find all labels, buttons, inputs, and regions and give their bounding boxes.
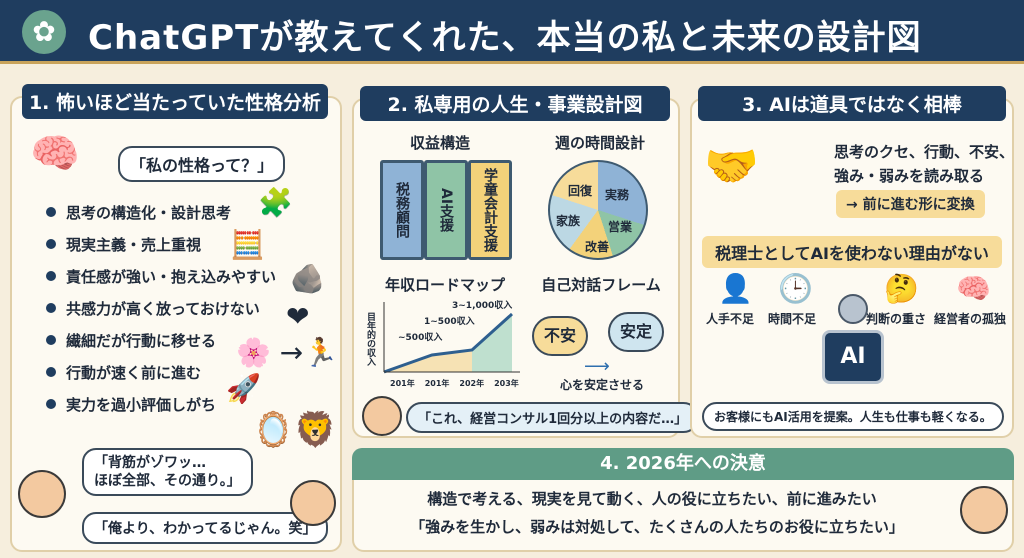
brain-head-icon: 🧠 xyxy=(956,272,991,305)
roadmap-chart xyxy=(383,302,520,374)
header xyxy=(0,0,1024,64)
boulder-icon: 🪨 xyxy=(290,262,325,295)
handshake-robot-icon: 🤝 xyxy=(704,141,759,192)
week-pie-chart xyxy=(548,160,648,260)
panel-design xyxy=(352,98,680,438)
panel2-title: 2. 私専用の人生・事業設計図 xyxy=(360,86,670,121)
robot-head xyxy=(838,294,868,324)
thinking-person-icon: 🤔 xyxy=(884,272,919,305)
panel4-title: 4. 2026年への決意 xyxy=(352,448,1014,480)
clock-icon: 🕒 xyxy=(778,272,813,305)
ai-reads-text: 思考のクセ、行動、不安、強み・弱みを読み取る xyxy=(834,143,1015,185)
list-item: 行動が速く前に進む xyxy=(46,356,276,388)
revenue-title: 収益構造 xyxy=(409,134,470,152)
heart-hug-icon: ❤ xyxy=(286,300,310,333)
rocket-icon: 🚀 xyxy=(226,372,261,405)
panel3-title: 3. AIは道具ではなく相棒 xyxy=(698,86,1006,121)
page-title: ChatGPTが教えてくれた、本当の私と未来の設計図 xyxy=(88,18,922,58)
woman-avatar xyxy=(960,486,1008,534)
reason-label: 経営者の孤独 xyxy=(934,312,1007,326)
man-avatar xyxy=(362,396,402,436)
list-item: 現実主義・売上重視 xyxy=(46,228,276,260)
openai-logo-icon: ✿ xyxy=(22,10,66,54)
man-avatar xyxy=(290,480,336,526)
slice-label: 回復 xyxy=(568,184,593,198)
reason-label: 人手不足 xyxy=(706,312,755,326)
dialog-caption: 心を安定させる xyxy=(560,378,645,392)
ai-proposal-quote: お客様にもAI活用を提案。人生も仕事も軽くなる。 xyxy=(702,402,1004,431)
arrow-icon: ⟶ xyxy=(584,356,610,377)
woman-quote-bubble: 「背筋がゾワッ…ほぼ全部、その通り。」 xyxy=(82,448,253,496)
man-quote-bubble: 「俺より、わかってるじゃん。笑」 xyxy=(82,512,329,544)
anxiety-cloud: 不安 xyxy=(532,316,588,356)
list-item: 実力を過小評価しがち xyxy=(46,388,276,420)
list-item: 思考の構造化・設計思考 xyxy=(46,196,276,228)
puzzle-icon: 🧩 xyxy=(258,186,293,219)
pillar-tax: 税務顧問 xyxy=(380,160,424,260)
slice-label: 営業 xyxy=(608,220,633,234)
personality-list: 思考の構造化・設計思考 現実主義・売上重視 責任感が強い・抱え込みやすい 共感力… xyxy=(46,196,276,420)
list-item: 責任感が強い・抱え込みやすい xyxy=(46,260,276,292)
list-item: 繊細だが行動に移せる xyxy=(46,324,276,356)
flower-run-icon: 🌸 →🏃 xyxy=(236,336,339,369)
roadmap-title: 年収ロードマップ xyxy=(384,276,505,294)
convert-label: → 前に進む形に変換 xyxy=(836,190,985,218)
reason-label: 時間不足 xyxy=(768,312,817,326)
stable-cloud: 安定 xyxy=(608,312,664,352)
week-title: 週の時間設計 xyxy=(554,134,645,152)
slice-label: 家族 xyxy=(556,214,581,228)
panel1-title: 1. 怖いほど当たっていた性格分析 xyxy=(22,84,328,119)
list-item: 共感力が高く放っておけない xyxy=(46,292,276,324)
roadmap-label: 1~500収入 xyxy=(424,317,475,327)
slice-label: 改善 xyxy=(585,240,610,254)
question-bubble: 「私の性格って？」 xyxy=(118,146,286,182)
consult-quote: 「これ、経営コンサル1回分以上の内容だ…」 xyxy=(406,402,700,433)
dialog-title: 自己対話フレーム xyxy=(541,276,661,294)
slice-label: 実務 xyxy=(605,188,630,202)
reason-banner: 税理士としてAIを使わない理由がない xyxy=(702,236,1002,268)
resolution-line-2: 「強みを生かし、弱みは対処して、たくさんの人たちのお役に立ちたい」 xyxy=(410,518,904,536)
pillar-gakudo: 学童会計支援 xyxy=(468,160,512,260)
person-icon: 👤 xyxy=(718,272,753,305)
mirror-lion-icon: 🪞🦁 xyxy=(252,410,337,450)
robot-ai-badge: AI xyxy=(822,330,884,384)
roadmap-ylabel: 目年的の収入 xyxy=(365,312,375,366)
reason-label: 判断の重さ xyxy=(866,312,927,326)
roadmap-label: 3~1,000収入 xyxy=(452,301,513,311)
calculator-money-icon: 🧮 xyxy=(230,228,265,261)
woman-avatar xyxy=(18,470,66,518)
roadmap-label: ~500収入 xyxy=(398,333,443,343)
brain-gears-icon: 🧠 xyxy=(30,131,80,177)
pillar-ai: AI支援 xyxy=(424,160,468,260)
resolution-line-1: 構造で考える、現実を見て動く、人の役に立ちたい、前に進みたい xyxy=(427,490,877,508)
